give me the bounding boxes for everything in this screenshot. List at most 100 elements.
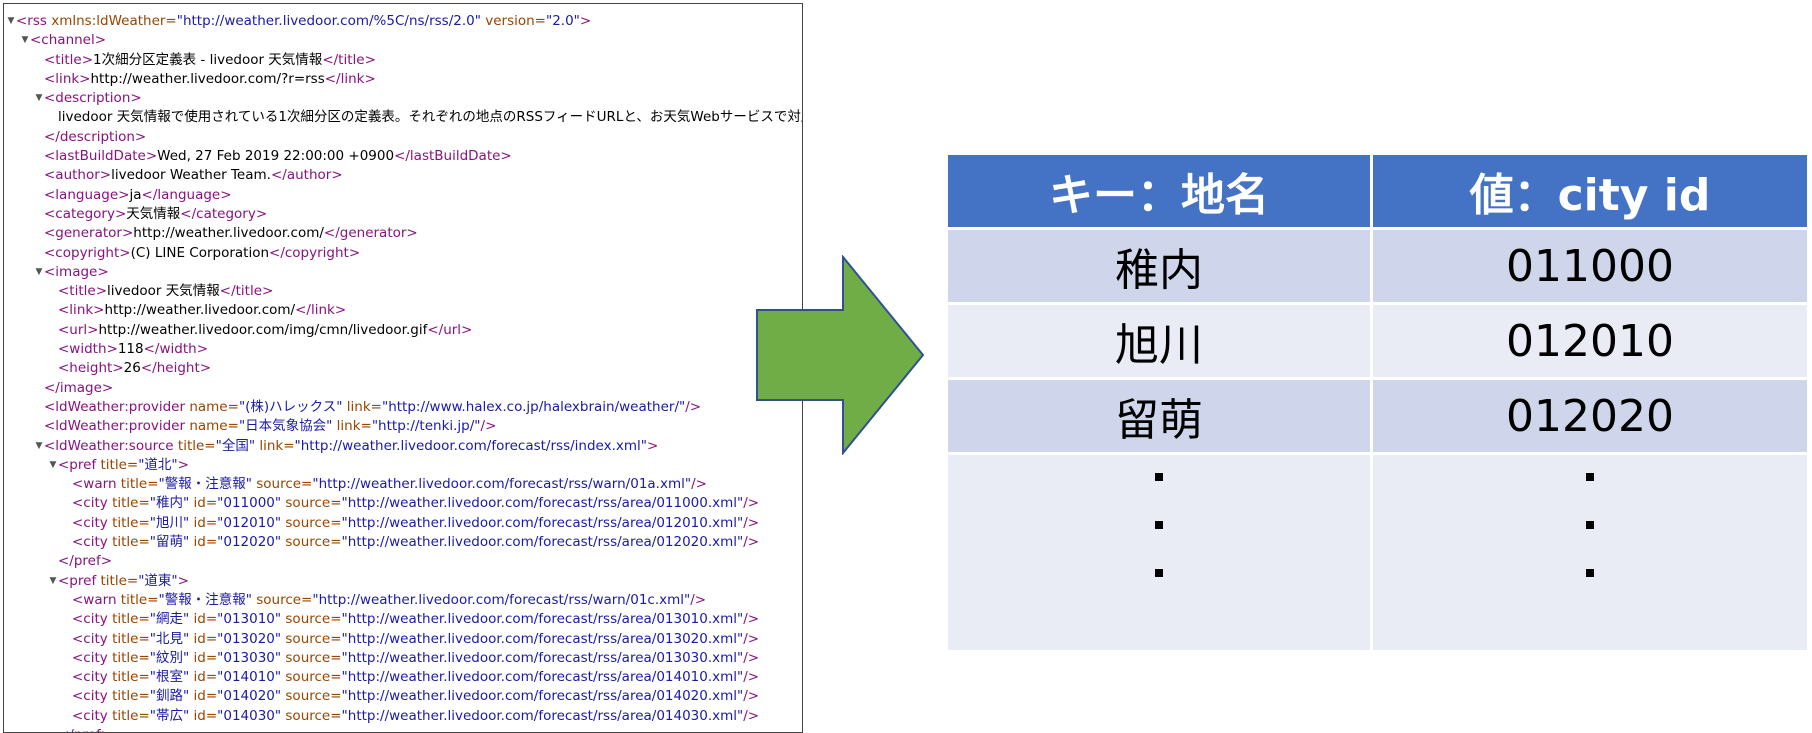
xml-line: ▼<title>livedoor 天気情報</title> [4, 282, 802, 301]
xml-token: /> [743, 649, 760, 666]
xml-token: <city [72, 707, 113, 724]
xml-token: title= [112, 534, 150, 551]
xml-token: <city [72, 688, 113, 705]
xml-token: "http://weather.livedoor.com/forecast/rs… [312, 476, 692, 493]
xml-token: </lastBuildDate> [394, 148, 512, 165]
xml-token: "014010" [217, 669, 282, 686]
city-name-cell: 稚内 [945, 227, 1373, 305]
xml-token: <link> [58, 302, 105, 319]
collapse-toggle-icon[interactable]: ▼ [35, 93, 43, 104]
xml-token: "日本気象協会" [238, 418, 333, 435]
xml-token: <title> [58, 283, 108, 300]
xml-token: "留萌" [149, 534, 190, 551]
xml-token: title= [120, 591, 159, 608]
collapse-toggle-icon[interactable]: ▼ [7, 16, 15, 26]
xml-token: "http://weather.livedoor.com/%5C/ns/rss/… [176, 13, 481, 29]
xml-token: "013030" [217, 649, 282, 666]
xml-token: id= [189, 514, 218, 531]
xml-line: ▼<warn title="警報・注意報" source="http://wea… [4, 475, 802, 494]
xml-token: > [579, 13, 592, 29]
xml-token: title= [100, 572, 139, 589]
key-value-table: キー：地名 値：city id 稚内 011000 旭川 012010 留萌 0… [945, 152, 1811, 653]
xml-line: ▼</description> [4, 128, 802, 147]
xml-token: source= [251, 591, 313, 608]
xml-token: "全国" [215, 437, 256, 454]
xml-token: <ldWeather:provider [44, 398, 190, 415]
collapse-toggle-icon[interactable]: ▼ [49, 575, 57, 586]
xml-token: <city [72, 611, 113, 628]
xml-line: ▼<city title="帯広" id="014030" source="ht… [4, 707, 802, 726]
xml-line: ▼<city title="稚内" id="011000" source="ht… [4, 494, 802, 513]
xml-token: > [177, 572, 189, 589]
table-header-row: キー：地名 値：city id [945, 152, 1811, 230]
collapse-toggle-icon[interactable]: ▼ [49, 459, 57, 470]
xml-token: /> [743, 669, 760, 686]
xml-tree: ▼<rss xmlns:ldWeather="http://weather.li… [4, 12, 802, 732]
ellipsis-dot [1585, 569, 1594, 577]
xml-token: "011000" [217, 495, 282, 512]
xml-token: "北見" [149, 630, 190, 647]
xml-token: "012010" [217, 514, 282, 531]
xml-token: title= [112, 649, 150, 666]
xml-token: title= [112, 495, 150, 512]
xml-token: /> [480, 418, 497, 435]
table-row: 旭川 012010 [945, 302, 1811, 380]
city-name-cell: 留萌 [945, 377, 1373, 455]
xml-line: ▼<category>天気情報</category> [4, 205, 802, 224]
xml-token: id= [189, 707, 218, 724]
collapse-toggle-icon[interactable]: ▼ [35, 266, 43, 277]
xml-token: <copyright> [44, 244, 131, 261]
xml-token: title= [100, 456, 139, 473]
xml-token: "紋別" [149, 649, 190, 666]
xml-token: <author> [44, 167, 112, 184]
xml-token: source= [251, 476, 313, 493]
xml-token: > [646, 437, 659, 454]
xml-token: "釧路" [149, 688, 190, 705]
table-row: 稚内 011000 [945, 227, 1811, 305]
xml-token: <image> [44, 263, 109, 280]
xml-line: ▼<url>http://weather.livedoor.com/img/cm… [4, 321, 802, 340]
xml-token: </link> [324, 70, 376, 87]
xml-token: <city [72, 630, 113, 647]
xml-token: <city [72, 514, 113, 531]
city-name-cell: 旭川 [945, 302, 1373, 380]
xml-token: title= [112, 669, 150, 686]
xml-token: <ldWeather:provider [44, 418, 190, 435]
xml-token: "帯広" [149, 707, 190, 724]
xml-token: "http://weather.livedoor.com/forecast/rs… [341, 707, 744, 724]
collapse-toggle-icon[interactable]: ▼ [21, 35, 29, 46]
xml-token: </author> [270, 167, 343, 184]
xml-token: <url> [58, 321, 99, 338]
xml-token: "旭川" [149, 514, 190, 531]
xml-token: <pref [58, 572, 101, 589]
xml-token: title= [112, 630, 150, 647]
xml-token: </title> [322, 51, 376, 68]
xml-token: <height> [58, 360, 124, 377]
xml-token: id= [189, 630, 218, 647]
xml-token: </link> [295, 302, 347, 319]
xml-token: /> [743, 514, 760, 531]
xml-token: livedoor 天気情報 [107, 283, 220, 300]
xml-token: "http://tenki.jp/" [371, 418, 481, 435]
xml-line: ▼<copyright>(C) LINE Corporation</copyri… [4, 244, 802, 263]
xml-token: xmlns:ldWeather= [51, 13, 177, 29]
collapse-toggle-icon[interactable]: ▼ [35, 440, 43, 451]
xml-token: version= [480, 13, 546, 29]
xml-token: </language> [141, 186, 232, 203]
xml-line: ▼<author>livedoor Weather Team.</author> [4, 166, 802, 185]
xml-token: /> [690, 591, 707, 608]
xml-token: /> [743, 495, 760, 512]
xml-token: <city [72, 534, 113, 551]
xml-token: "012020" [217, 534, 282, 551]
xml-token: link= [342, 398, 382, 415]
xml-token: id= [189, 534, 218, 551]
xml-token: "http://weather.livedoor.com/forecast/rs… [341, 534, 744, 551]
xml-token: "http://weather.livedoor.com/forecast/rs… [341, 495, 744, 512]
xml-token: link= [255, 437, 295, 454]
xml-token: "http://weather.livedoor.com/forecast/rs… [341, 611, 744, 628]
xml-line: ▼<rss xmlns:ldWeather="http://weather.li… [4, 12, 802, 31]
xml-token: ja [129, 186, 142, 203]
xml-token: id= [189, 688, 218, 705]
xml-token: livedoor Weather Team. [111, 167, 271, 184]
xml-token: title= [112, 611, 150, 628]
